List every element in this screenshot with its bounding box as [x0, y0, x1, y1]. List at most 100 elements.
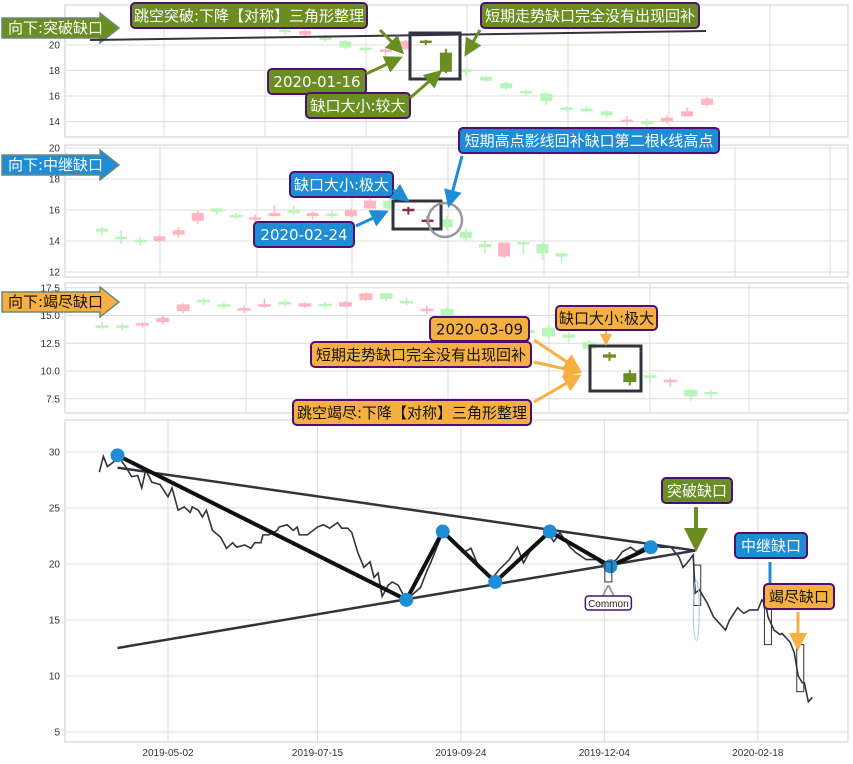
- label-text: 缺口大小:较大: [310, 97, 405, 115]
- panel-tag-3: 向下:竭尽缺口: [1, 285, 121, 319]
- x-tick-label: 2019-05-02: [142, 748, 194, 759]
- label-box: [310, 341, 532, 368]
- label-box: [130, 2, 368, 29]
- price-chart-marks: [98, 448, 813, 704]
- candle-body: [176, 304, 190, 312]
- candle-body: [555, 253, 568, 257]
- annotation-arrow: [355, 210, 389, 228]
- candle-body: [704, 391, 718, 395]
- gap-box: [604, 561, 613, 583]
- candle-body: [172, 230, 185, 235]
- label-box: [480, 2, 700, 29]
- pivot-point: [435, 524, 450, 539]
- candle-body: [643, 375, 657, 378]
- label-text: 竭尽缺口: [769, 588, 829, 606]
- label-box: [305, 92, 411, 119]
- candle-body: [517, 242, 530, 245]
- candle-body: [623, 373, 637, 383]
- label-text: 缺口大小:极大: [559, 310, 654, 328]
- candle-body: [230, 214, 243, 218]
- candle-body: [257, 304, 271, 307]
- label-text: 缺口大小:极大: [294, 176, 389, 194]
- y-tick-label: 10.0: [41, 367, 61, 378]
- candle-body: [540, 93, 553, 102]
- y-tick-label: 14: [49, 117, 61, 128]
- annotation-gap-size: 缺口大小:较大: [305, 92, 411, 119]
- candle-body: [115, 325, 129, 328]
- annotation-date: 2020-01-16: [267, 68, 367, 95]
- tag-arrow-shape: [1, 11, 121, 45]
- grid-layer: 1416182012141618207.510.012.515.017.5201…: [41, 4, 849, 759]
- candle-body: [480, 76, 493, 81]
- label-box: [661, 477, 733, 504]
- candle-body: [306, 213, 319, 217]
- pivot-point: [643, 540, 658, 555]
- label-text: 2020-03-09: [436, 321, 523, 339]
- candle-body: [359, 47, 372, 51]
- candle-body: [600, 111, 613, 116]
- label-text: 中继缺口: [741, 537, 801, 555]
- panel-tag-text: 向下:中继缺口: [8, 156, 103, 174]
- candle-body: [459, 231, 472, 238]
- annotation-gap-size: 缺口大小:极大: [289, 171, 394, 198]
- y-tick-label: 14: [49, 237, 61, 248]
- candle-body: [364, 200, 377, 209]
- label-text: 突破缺口: [667, 482, 727, 500]
- y-tick-label: 16: [49, 92, 61, 103]
- label-text: Common: [588, 599, 629, 610]
- label-text: 短期走势缺口完全没有出现回补: [485, 7, 695, 25]
- x-tick-label: 2019-09-24: [435, 748, 487, 759]
- exhaustion-gap-label: 竭尽缺口: [763, 583, 835, 610]
- panel-tag-text: 向下:竭尽缺口: [8, 293, 103, 311]
- candles-panel-1: [259, 24, 714, 127]
- candle-body: [440, 308, 454, 316]
- candle-body: [379, 49, 392, 52]
- candle-body: [479, 244, 491, 248]
- y-tick-label: 18: [49, 175, 61, 186]
- candle-body: [681, 111, 694, 117]
- annotation-arrow: [533, 359, 582, 378]
- x-tick-label: 2019-12-04: [579, 748, 631, 759]
- label-text: 跳空竭尽:下降【对称】三角形整理: [297, 404, 527, 422]
- x-tick-label: 2020-02-18: [732, 748, 784, 759]
- annotation-arrow: [444, 155, 464, 208]
- label-box: [253, 221, 355, 248]
- candle-body: [217, 304, 231, 307]
- common-gap-label: Common: [584, 595, 633, 611]
- candle-body: [383, 200, 396, 209]
- label-box: [458, 127, 720, 154]
- annotation-arrow: [378, 28, 405, 55]
- y-tick-label: 15: [49, 616, 61, 627]
- label-text: 短期走势缺口完全没有出现回补: [316, 346, 526, 364]
- label-box: [584, 595, 633, 611]
- trendline-upper: [117, 466, 696, 552]
- annotation-refill: 短期高点影线回补缺口第二根k线高点: [458, 127, 720, 154]
- annotation-arrow: [409, 70, 443, 100]
- annotation-pattern: 跳空突破:下降【对称】三角形整理: [130, 2, 368, 29]
- annotation-pattern: 跳空竭尽:下降【对称】三角形整理: [292, 399, 532, 426]
- candle-body: [400, 300, 413, 304]
- panel-tag-1: 向下:突破缺口: [1, 11, 121, 45]
- price-line: [98, 453, 813, 704]
- candle-body: [319, 36, 332, 40]
- annotation-date: 2020-02-24: [253, 221, 355, 248]
- candle-body: [191, 213, 204, 221]
- candle-body: [661, 117, 673, 122]
- candle-body: [359, 293, 373, 300]
- candle-body: [136, 323, 150, 326]
- candle-body: [620, 119, 633, 123]
- y-tick-label: 7.5: [46, 394, 60, 405]
- panel-frame: [64, 144, 849, 278]
- y-tick-label: 12.5: [41, 339, 61, 350]
- gap-highlight-box: [391, 199, 443, 231]
- candle-body: [344, 210, 357, 217]
- tag-arrow-shape: [1, 148, 121, 182]
- candle-body: [440, 219, 453, 228]
- candle-body: [325, 213, 338, 216]
- pivot-point: [110, 448, 125, 463]
- label-text: 短期高点影线回补缺口第二根k线高点: [465, 132, 714, 150]
- candle-body: [701, 98, 714, 105]
- panel-tag-text: 向下:突破缺口: [8, 19, 103, 37]
- candle-body: [279, 29, 292, 33]
- candle-body: [439, 52, 452, 72]
